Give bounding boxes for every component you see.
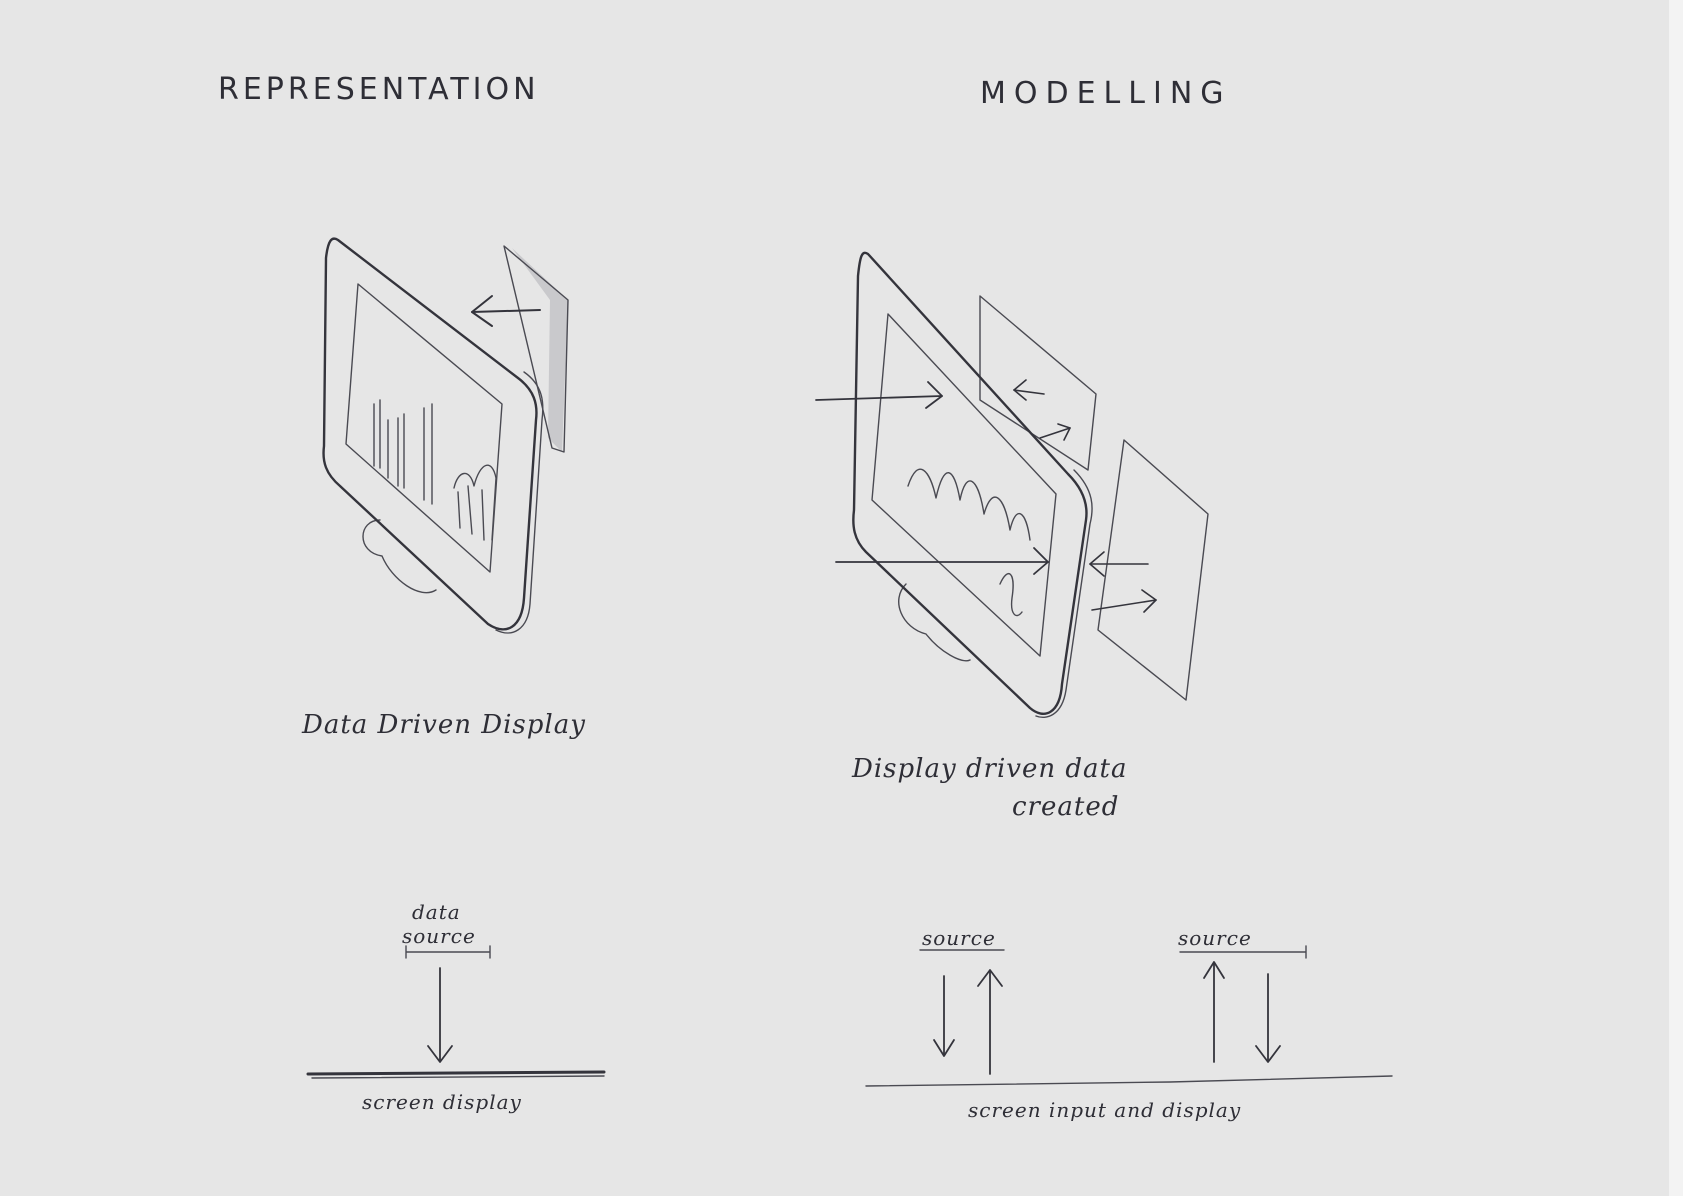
modelling-tablet-screen: [872, 314, 1056, 656]
data-source-label-line2: source: [402, 924, 476, 948]
modelling-illustration: [816, 253, 1208, 718]
screen-input-display-label: screen input and display: [968, 1098, 1241, 1122]
modelling-scribble: [908, 469, 1030, 540]
source-label-left: source: [922, 926, 996, 950]
screen-input-baseline: [866, 1076, 1392, 1086]
modelling-caption-line2: created: [1012, 792, 1119, 822]
modelling-title: MODELLING: [980, 76, 1232, 111]
data-source-label-line1: data: [412, 900, 461, 924]
tablet-outer-frame: [324, 239, 537, 630]
representation-schema: [308, 946, 604, 1078]
screen-display-baseline: [308, 1072, 604, 1074]
modelling-schema: [866, 946, 1392, 1086]
source-label-right: source: [1178, 926, 1252, 950]
tablet-stand: [363, 520, 436, 593]
modelling-tablet-outer: [853, 253, 1086, 714]
representation-title: REPRESENTATION: [218, 72, 540, 107]
back-data-panel: [512, 248, 568, 452]
modelling-tablet-stand: [899, 584, 970, 661]
representation-illustration: [324, 239, 568, 633]
screen-display-label: screen display: [362, 1090, 522, 1114]
bar-chart-sketch: [374, 400, 496, 540]
panel-to-screen-arrow: [472, 310, 540, 312]
modelling-panel-bottom: [1098, 440, 1208, 700]
modelling-tablet-edge: [1036, 470, 1092, 717]
modelling-caption-line1: Display driven data: [852, 754, 1127, 784]
modelling-panel-top: [980, 296, 1096, 470]
representation-caption: Data Driven Display: [302, 710, 586, 740]
